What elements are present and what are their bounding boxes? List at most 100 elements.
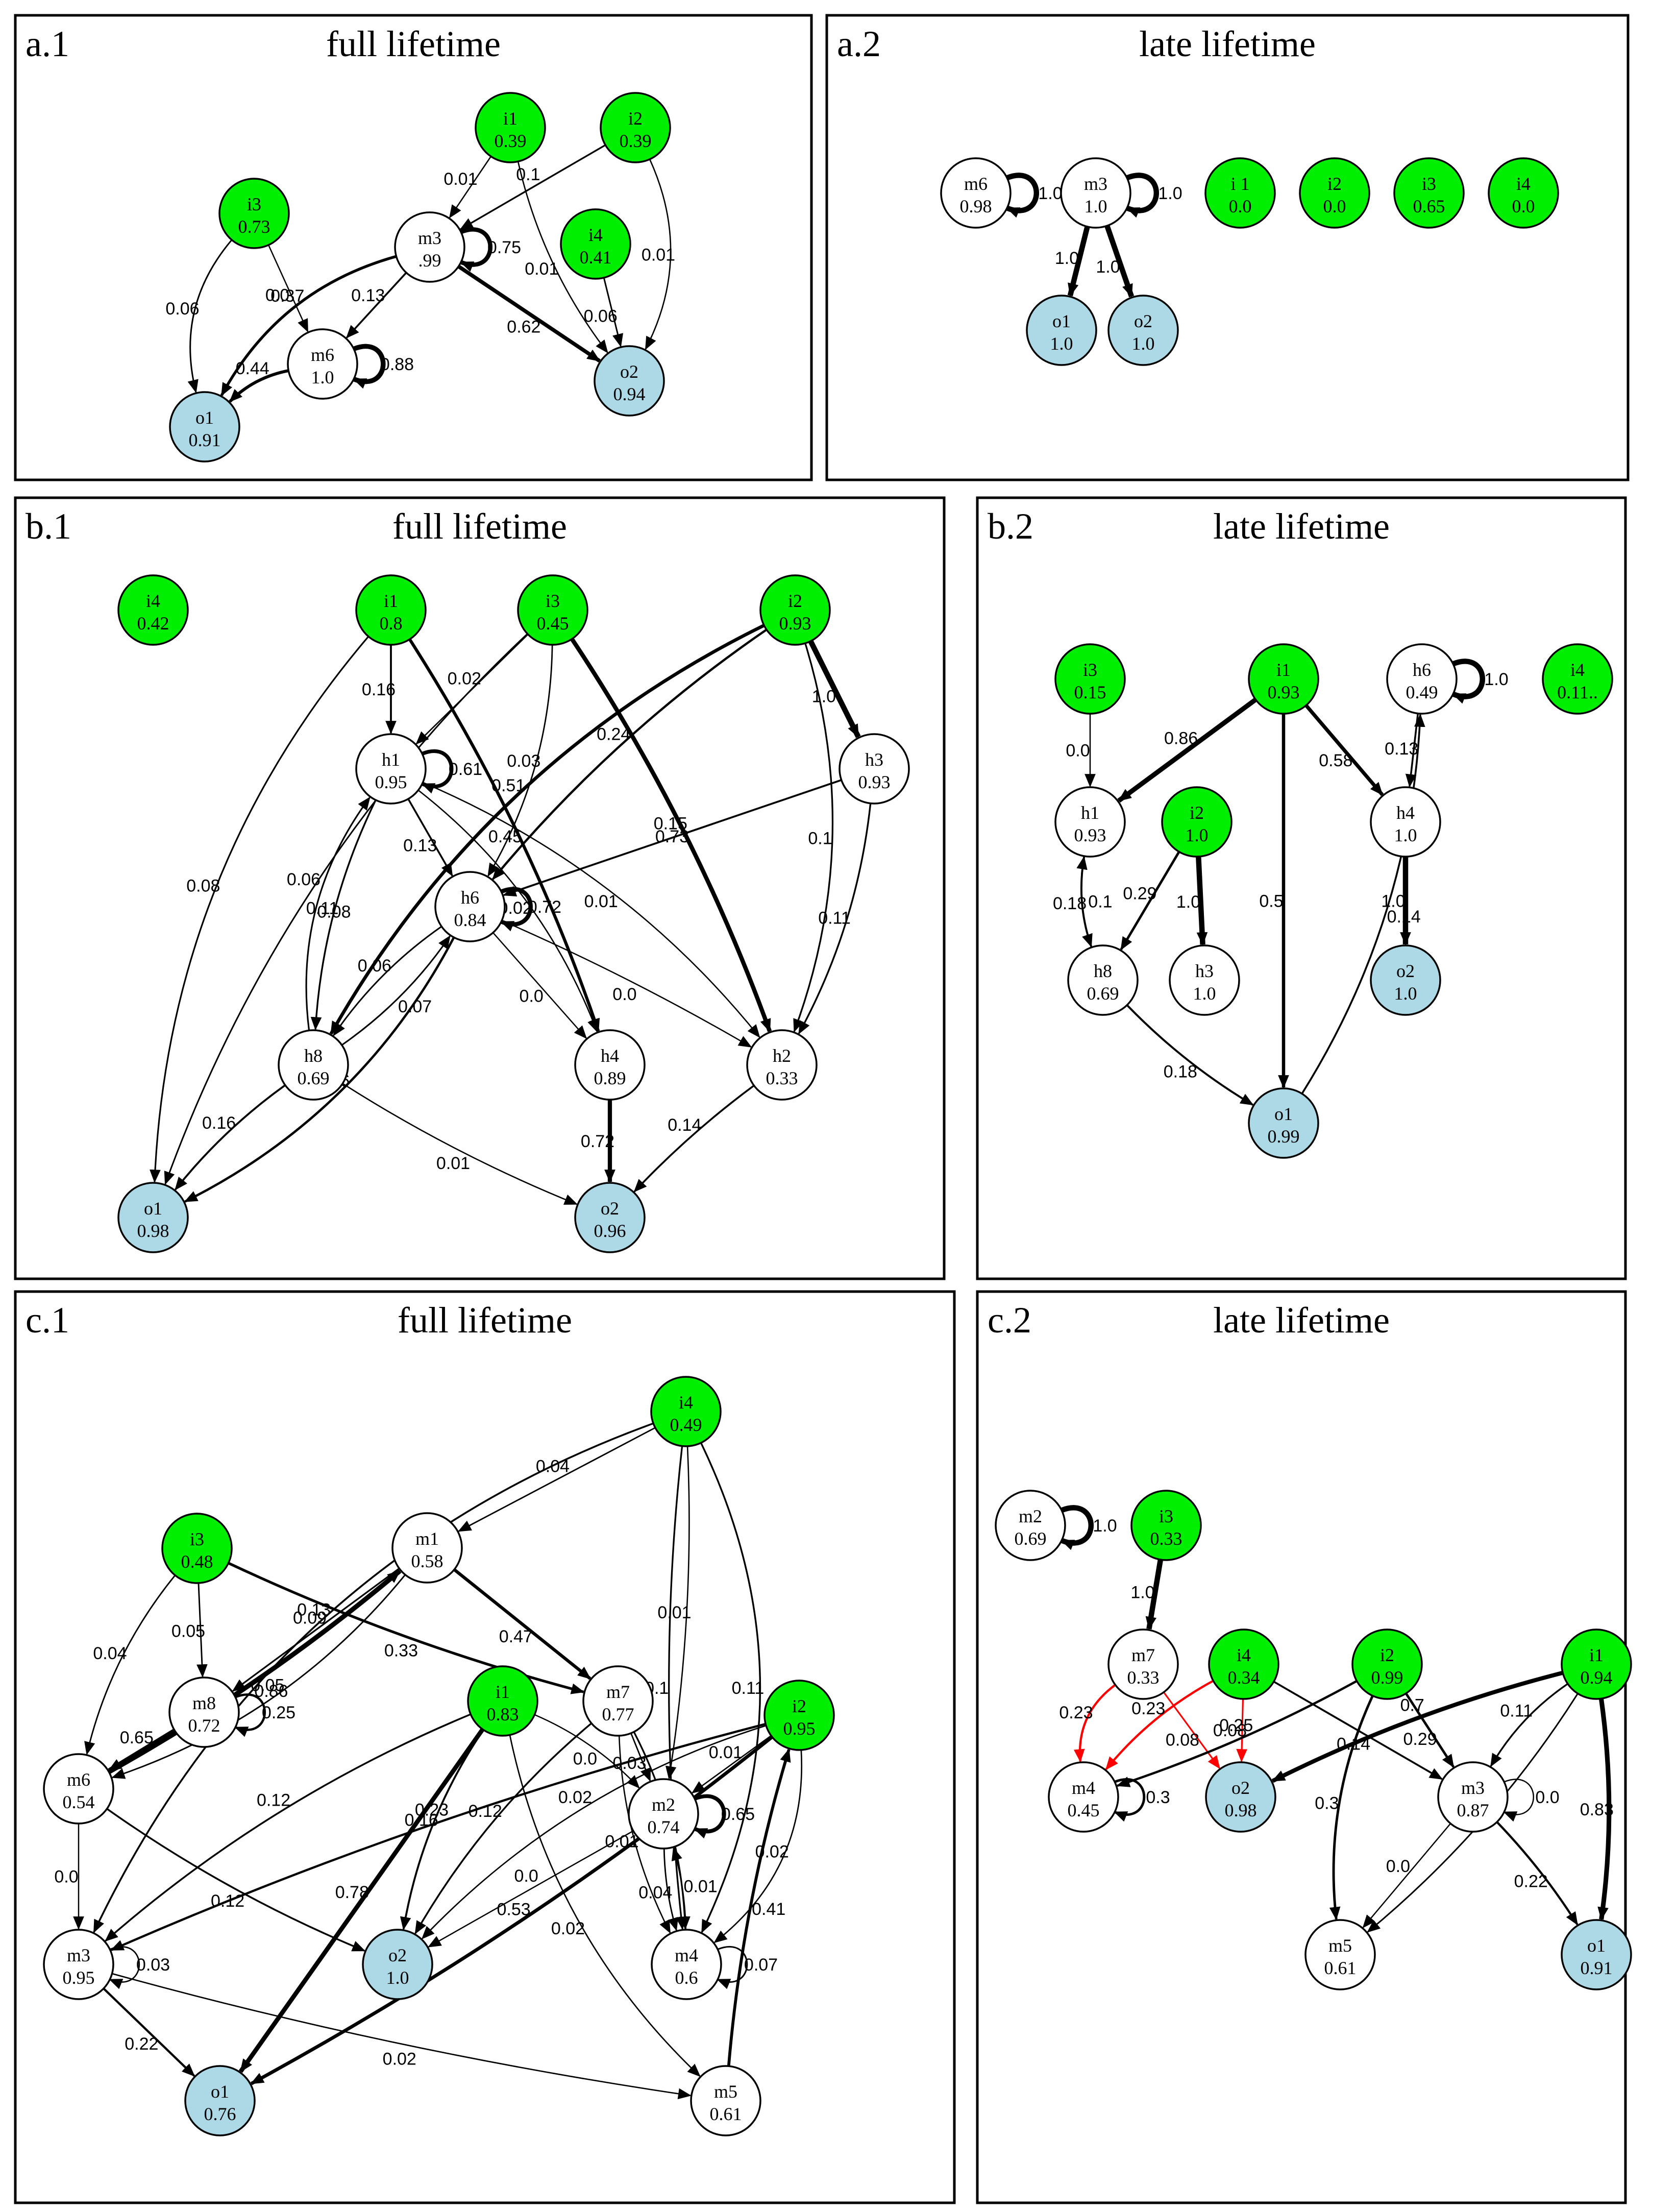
node-activation-value: 0.48 xyxy=(181,1551,213,1572)
edge-weight-label: 0.01 xyxy=(584,892,618,911)
node-name: m3 xyxy=(1084,174,1107,194)
edge-weight-label: 0.07 xyxy=(398,997,432,1016)
node-activation-value: 0.42 xyxy=(137,613,169,634)
edge-h4-to-o2: 1.0 xyxy=(1381,857,1411,946)
edge-path xyxy=(346,272,407,339)
edge-path xyxy=(1114,1778,1146,1822)
node-name: i3 xyxy=(1422,174,1436,194)
edge-i1-to-o2: 0.7 xyxy=(1271,1670,1564,1783)
edge-i2-to-o2: 0.01 xyxy=(642,159,675,350)
edge-i1-to-o1: 0.78 xyxy=(238,1728,485,2073)
edge-h8-to-h1: 0.08 xyxy=(305,796,371,1031)
panel-letter: b.2 xyxy=(988,506,1033,547)
node-name: o1 xyxy=(195,407,214,428)
node-o1: o10.91 xyxy=(1561,1919,1632,1990)
edge-i1-to-o1: 0.83 xyxy=(1580,1698,1614,1921)
node-name: h4 xyxy=(1396,803,1415,823)
edge-weight-label: 0.22 xyxy=(125,2034,158,2054)
edge-m3-to-m3: 0.03 xyxy=(109,1946,170,1989)
node-activation-value: 0.6 xyxy=(675,1967,698,1988)
edge-m3-to-o1: 0.22 xyxy=(103,1987,195,2077)
node-activation-value: 0.45 xyxy=(1068,1800,1100,1820)
node-activation-value: 0.65 xyxy=(1413,196,1445,216)
node-activation-value: 0.84 xyxy=(454,910,486,930)
node-i4: i40.0 xyxy=(1488,157,1559,229)
edge-path xyxy=(1301,713,1425,1095)
edge-i1-to-o1: 0.08 xyxy=(150,636,369,1183)
edge-path xyxy=(713,1749,802,1943)
node-name: i4 xyxy=(1570,660,1585,680)
node-m3: m30.87 xyxy=(1437,1761,1509,1833)
node-name: o2 xyxy=(620,361,638,382)
node-i3: i30.15 xyxy=(1054,643,1126,715)
edge-weight-label: 0.25 xyxy=(1219,1716,1253,1735)
edge-path xyxy=(250,1735,774,2085)
edge-weight-label: 0.0 xyxy=(1066,741,1090,761)
panel-letter: b.1 xyxy=(26,506,71,547)
node-o2: o21.0 xyxy=(362,1929,433,2000)
node-name: o1 xyxy=(211,2081,229,2102)
panel-title: full lifetime xyxy=(326,23,501,64)
edge-h6-to-h4: 0.0 xyxy=(492,932,587,1039)
edge-layer: 0.040.130.10.010.110.050.330.040.090.470… xyxy=(54,1422,802,2100)
edge-weight-label: 0.01 xyxy=(443,169,477,189)
node-i2: i20.0 xyxy=(1299,157,1370,229)
edge-weight-label: 0.02 xyxy=(551,1919,585,1938)
edge-path xyxy=(93,1422,654,1933)
node-activation-value: .99 xyxy=(418,250,441,271)
edge-i3-to-o1: 0.06 xyxy=(164,633,528,1185)
node-activation-value: 0.77 xyxy=(602,1704,634,1724)
edge-weight-label: 0.02 xyxy=(448,669,481,689)
edge-h8-to-o1: 0.16 xyxy=(175,1084,286,1190)
hidden-node-circle xyxy=(940,157,1012,229)
edge-path xyxy=(492,628,768,880)
node-activation-value: 0.98 xyxy=(1225,1800,1257,1820)
edge-path xyxy=(267,245,309,333)
edge-i2-to-o1: 0.53 xyxy=(250,1735,774,2085)
edge-m1-to-m8: 0.09 xyxy=(232,1568,400,1692)
node-i1: i10.8 xyxy=(355,574,427,646)
edge-path xyxy=(1597,1698,1612,1921)
node-activation-value: 0.95 xyxy=(63,1967,95,1988)
output-node-circle xyxy=(574,1182,646,1253)
node-name: h4 xyxy=(601,1046,619,1066)
node-name: m4 xyxy=(675,1945,698,1965)
input-node-circle xyxy=(1299,157,1370,229)
node-name: m4 xyxy=(1072,1778,1095,1798)
input-node-circle xyxy=(759,574,831,646)
output-node-circle xyxy=(1026,295,1097,366)
node-name: m6 xyxy=(67,1769,90,1790)
edge-i3-to-h6: 0.03 xyxy=(487,644,553,877)
edge-weight-label: 1.0 xyxy=(1093,1516,1117,1536)
edge-path xyxy=(509,1735,701,2077)
hidden-node-circle xyxy=(995,1490,1066,1561)
output-node-circle xyxy=(1107,295,1179,366)
node-activation-value: 0.76 xyxy=(204,2104,236,2124)
edge-weight-label: 0.58 xyxy=(1319,751,1352,770)
node-name: h3 xyxy=(1195,961,1214,981)
output-node-circle xyxy=(1370,944,1441,1016)
edge-weight-label: 0.25 xyxy=(262,1703,295,1722)
edge-i1-to-m5: 0.02 xyxy=(509,1735,701,2077)
node-activation-value: 0.74 xyxy=(648,1817,680,1837)
node-activation-value: 0.49 xyxy=(1406,682,1438,702)
node-m7: m70.77 xyxy=(582,1665,654,1737)
edge-weight-label: 0.14 xyxy=(668,1115,701,1135)
input-node-circle xyxy=(475,92,546,163)
input-node-circle xyxy=(355,574,427,646)
edge-h8-to-h1: 0.1 xyxy=(1076,856,1113,948)
node-name: m2 xyxy=(652,1794,675,1815)
edge-weight-label: 0.5 xyxy=(1259,892,1283,911)
node-h2: h20.33 xyxy=(746,1029,818,1101)
edge-path xyxy=(105,1713,471,1942)
edge-path xyxy=(84,1574,176,1755)
edge-path xyxy=(108,1569,402,1774)
node-activation-value: 1.0 xyxy=(1394,825,1417,845)
node-name: i2 xyxy=(1380,1645,1394,1665)
node-o1: o11.0 xyxy=(1026,295,1097,366)
node-activation-value: 0.72 xyxy=(188,1715,220,1736)
edge-path xyxy=(111,1574,406,1779)
